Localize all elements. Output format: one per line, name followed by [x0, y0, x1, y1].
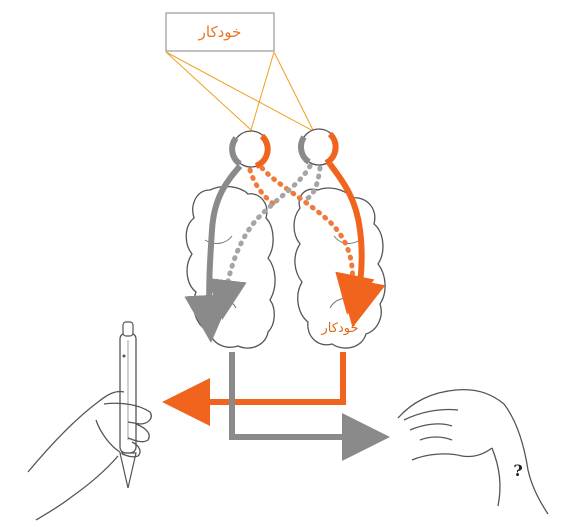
question-mark: ?	[513, 461, 522, 480]
left-eye-icon	[232, 131, 269, 167]
right-hand-icon	[398, 390, 548, 514]
stimulus-box: خودکار	[166, 13, 274, 51]
left-hemisphere-word: خودکار	[321, 321, 359, 336]
sight-lines	[166, 52, 330, 140]
stimulus-word: خودکار	[198, 23, 242, 41]
right-eye-icon	[301, 129, 337, 165]
motor-paths	[180, 352, 372, 437]
